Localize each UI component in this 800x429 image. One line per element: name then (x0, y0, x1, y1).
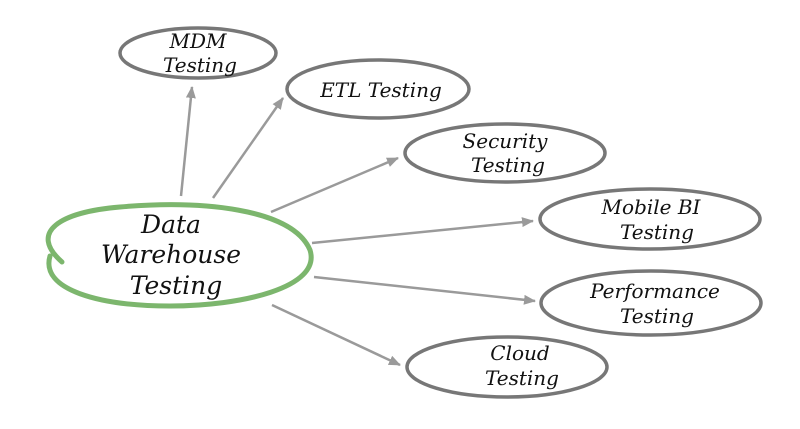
node-performance-shape (539, 269, 763, 337)
node-mobile-bi: Mobile BI Testing (538, 187, 762, 251)
arrows (179, 86, 536, 367)
node-etl: ETL Testing (285, 58, 471, 120)
node-mobile-bi-shape (538, 187, 762, 251)
center-node-label-line-2: Warehouse (101, 240, 241, 269)
arrow-to-cloud (271, 303, 401, 367)
node-performance: Performance Testing (539, 269, 763, 337)
node-cloud-label-line-1: Cloud (490, 341, 549, 365)
node-security-label-line-2: Testing (471, 153, 545, 177)
center-node-label-line-1: Data (140, 210, 201, 239)
node-security-label-line-1: Security (463, 129, 549, 153)
arrow-to-mdm (179, 86, 196, 197)
node-mobile-bi-label-line-1: Mobile BI (601, 195, 702, 219)
node-mdm-shape (118, 26, 278, 80)
node-cloud: Cloud Testing (405, 335, 609, 399)
center-node-label-line-3: Testing (130, 271, 223, 300)
node-mdm-label-line-2: Testing (163, 53, 237, 77)
arrow-to-etl (211, 97, 285, 199)
arrow-to-performance (313, 275, 536, 305)
node-security-shape (403, 122, 607, 184)
node-mdm-label-line-1: MDM (169, 29, 228, 53)
node-mobile-bi-label-line-2: Testing (620, 220, 694, 244)
node-cloud-shape (405, 335, 609, 399)
node-etl-shape (285, 58, 471, 120)
node-cloud-label-line-2: Testing (485, 366, 559, 390)
node-etl-label-line-1: ETL Testing (319, 78, 442, 102)
node-mdm: MDM Testing (118, 26, 278, 80)
node-security: Security Testing (403, 122, 607, 184)
arrow-to-mobile-bi (311, 217, 534, 245)
node-performance-label-line-2: Testing (620, 304, 694, 328)
center-node-shape (45, 202, 314, 309)
arrow-to-security (270, 156, 399, 214)
node-performance-label-line-1: Performance (589, 279, 720, 303)
center-node: Data Warehouse Testing (45, 202, 314, 309)
